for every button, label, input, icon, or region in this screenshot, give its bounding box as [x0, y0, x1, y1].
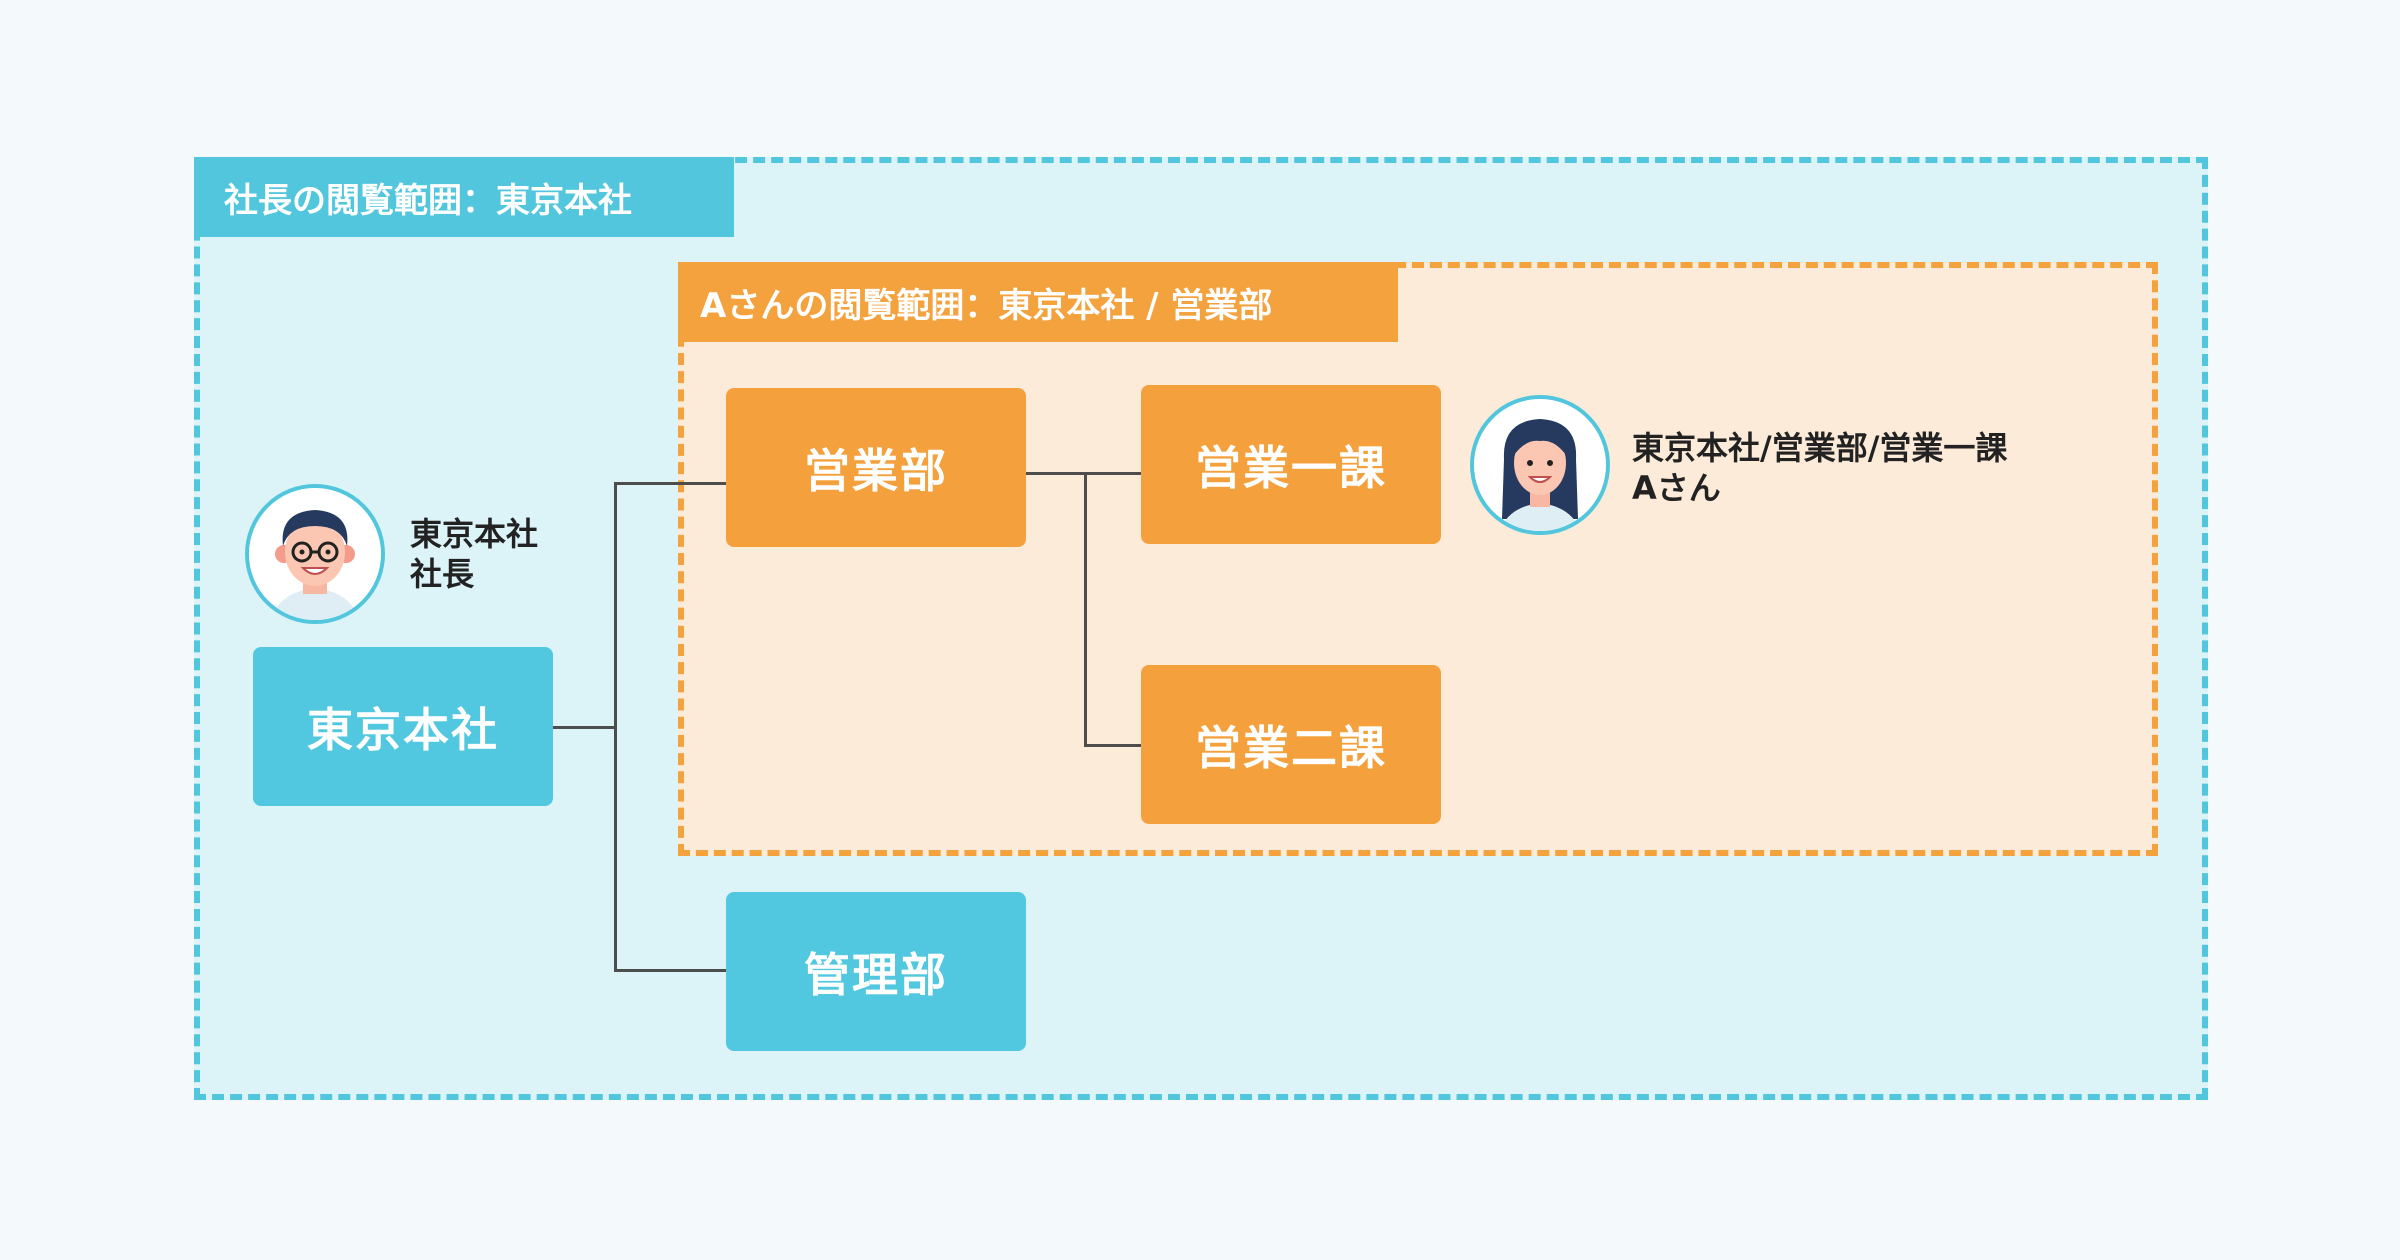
- president-affiliation: 東京本社: [410, 515, 539, 553]
- connector-to-sales: [614, 482, 726, 485]
- connector-hq-trunk: [614, 482, 617, 972]
- connector-to-section-1: [1084, 472, 1142, 475]
- person-a-affiliation: 東京本社/営業部/営業一課: [1632, 429, 2008, 467]
- connector-sales-stub: [1026, 472, 1086, 475]
- female-avatar-icon: [1470, 395, 1610, 535]
- node-sales-section-2: 営業二課: [1141, 665, 1441, 824]
- connector-to-section-2: [1084, 744, 1142, 747]
- president-scope-label: 社長の閲覧範囲：東京本社: [194, 157, 734, 237]
- person-a-name: Aさん: [1632, 469, 1721, 507]
- president-info: 東京本社 社長: [410, 514, 538, 594]
- node-admin-dept: 管理部: [726, 892, 1026, 1051]
- male-avatar-icon: [245, 484, 385, 624]
- connector-hq-stub: [552, 726, 616, 729]
- node-tokyo-hq: 東京本社: [253, 647, 553, 806]
- connector-sales-trunk: [1084, 472, 1087, 747]
- node-sales-dept: 営業部: [726, 388, 1026, 547]
- person-a-info: 東京本社/営業部/営業一課 Aさん: [1632, 428, 2007, 508]
- connector-to-admin: [614, 969, 726, 972]
- person-a-scope-label: Aさんの閲覧範囲：東京本社 / 営業部: [678, 262, 1398, 342]
- president-title: 社長: [410, 555, 475, 593]
- node-sales-section-1: 営業一課: [1141, 385, 1441, 544]
